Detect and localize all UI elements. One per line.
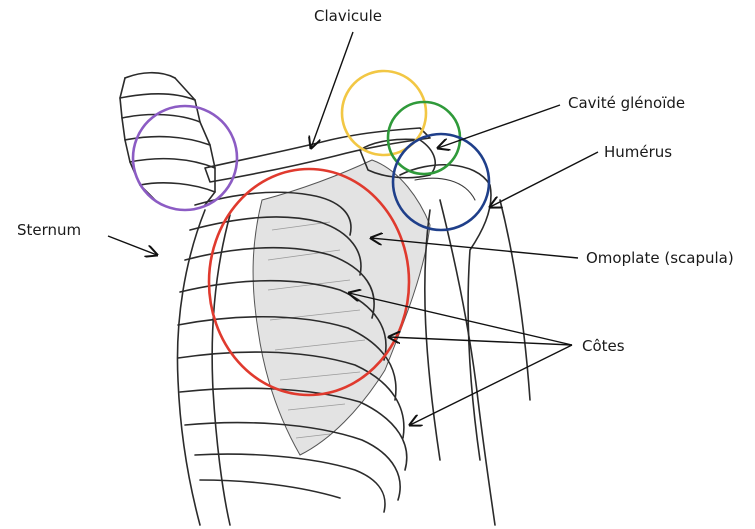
label-clavicule: Clavicule [314, 7, 382, 25]
glenoid-shape [360, 139, 435, 177]
cervical-vertebrae [120, 73, 215, 205]
navy-circle [393, 134, 489, 230]
scapula-bone [253, 160, 430, 455]
label-cotes: Côtes [582, 337, 625, 355]
arrow-cotes-3 [410, 345, 572, 425]
arrow-sternum [108, 236, 157, 255]
purple-circle [133, 106, 237, 210]
label-cavite-glenoide: Cavité glénoïde [568, 94, 685, 112]
label-omoplate: Omoplate (scapula) [586, 249, 734, 267]
clavicle-bone [205, 128, 430, 182]
arrow-humerus [490, 152, 598, 207]
arrow-cavite [438, 105, 560, 148]
label-humerus: Humérus [604, 143, 672, 161]
label-sternum: Sternum [17, 221, 81, 239]
